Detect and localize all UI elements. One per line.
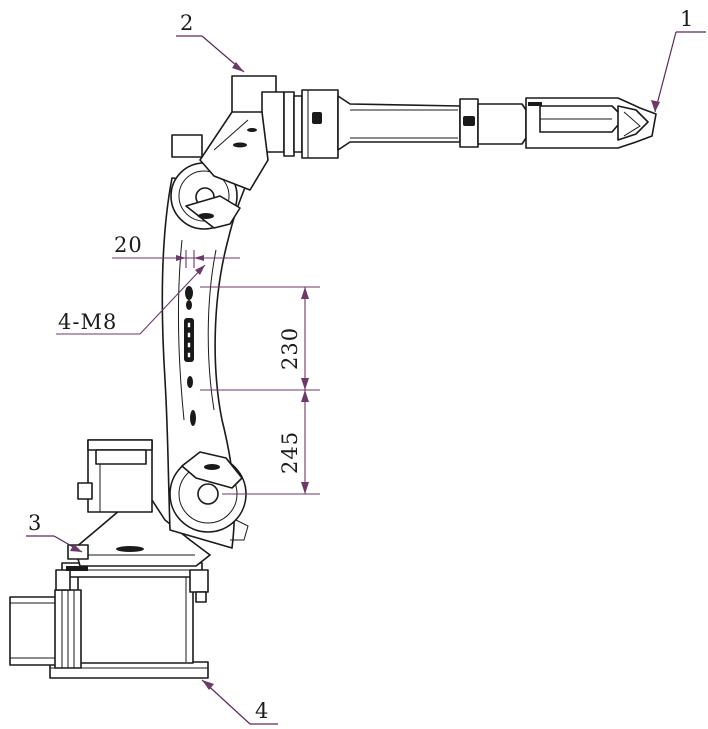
callout-4-label: 4 <box>255 699 268 723</box>
callout-3-leader <box>26 535 83 553</box>
callout-3-label: 3 <box>28 511 41 535</box>
holes-leader <box>56 264 206 335</box>
callout-2-label: 2 <box>180 11 193 35</box>
callout-2-leader <box>176 35 245 73</box>
callout-1-leader <box>651 31 706 113</box>
upper-housing <box>171 75 339 191</box>
base-unit <box>9 562 209 679</box>
holes-dimension-label: 4-M8 <box>58 310 117 334</box>
lower-arm <box>161 162 249 549</box>
upper-dimension-label: 230 <box>278 327 302 370</box>
callout-1-label: 1 <box>680 7 693 31</box>
mounting-holes <box>184 286 196 426</box>
forearm <box>337 95 657 151</box>
dimension-offset-20 <box>112 250 240 268</box>
callout-4-leader <box>201 679 278 725</box>
lower-dimension-label: 245 <box>278 431 302 474</box>
vertical-dimensions <box>200 286 320 495</box>
offset-dimension-label: 20 <box>114 233 143 257</box>
